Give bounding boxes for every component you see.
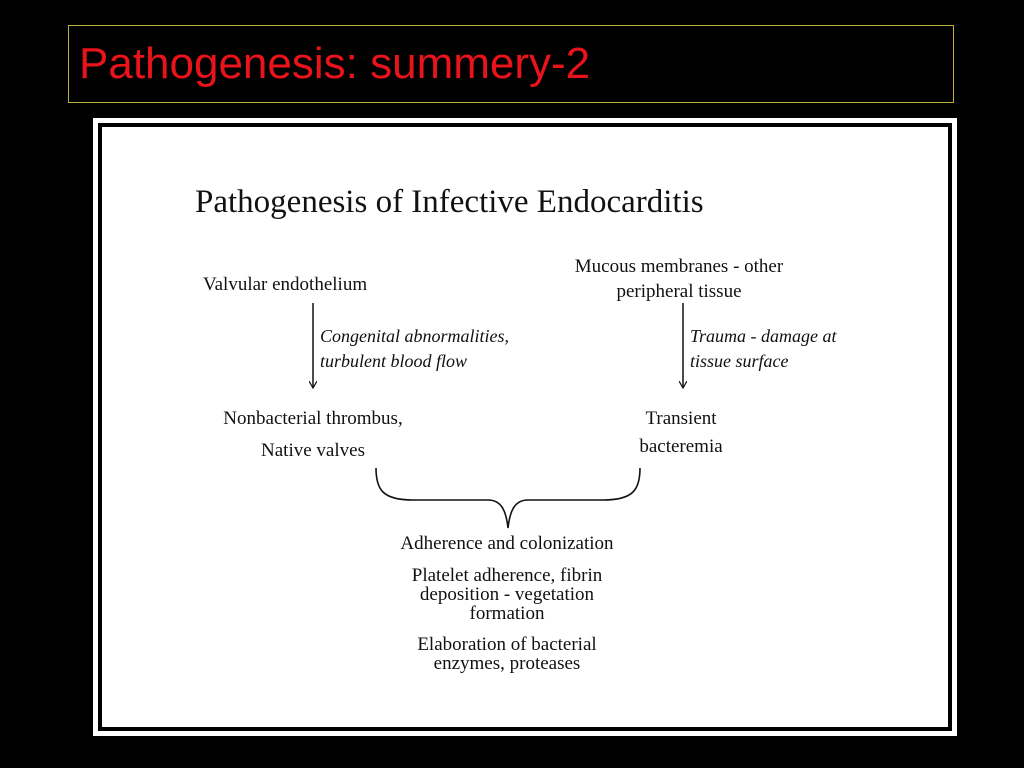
diagram-figure: Pathogenesis of Infective Endocarditis V… [93, 118, 957, 736]
outcome-2-line-2: enzymes, proteases [433, 653, 581, 674]
right-source-line-1: Mucous membranes - other [574, 256, 784, 277]
left-process-line-1: Congenital abnormalities, [320, 326, 509, 346]
title-box: Pathogenesis: summery-2 [68, 25, 954, 103]
right-process-line-1: Trauma - damage at [690, 326, 837, 346]
outcome-2-line-1: Elaboration of bacterial [417, 634, 597, 655]
outcome-1-line-1: Platelet adherence, fibrin [411, 565, 603, 586]
outcome-1-line-2: deposition - vegetation [419, 584, 595, 605]
left-result-line-1: Nonbacterial thrombus, [223, 408, 403, 429]
left-result-line-2: Native valves [261, 440, 365, 461]
right-source-line-2: peripheral tissue [616, 281, 742, 302]
connector-lines [93, 303, 957, 529]
right-process-line-2: tissue surface [690, 351, 789, 371]
outcome-heading: Adherence and colonization [400, 533, 614, 554]
figure-frame [98, 123, 952, 731]
right-result-line-2: bacteremia [639, 436, 723, 457]
left-process-line-2: turbulent blood flow [320, 351, 468, 371]
merge-brace [375, 467, 641, 529]
outcome-1-line-3: formation [469, 603, 545, 624]
slide-title: Pathogenesis: summery-2 [79, 39, 591, 88]
left-source: Valvular endothelium [203, 274, 368, 295]
right-result-line-1: Transient [645, 408, 717, 429]
figure-title: Pathogenesis of Infective Endocarditis [195, 184, 704, 220]
